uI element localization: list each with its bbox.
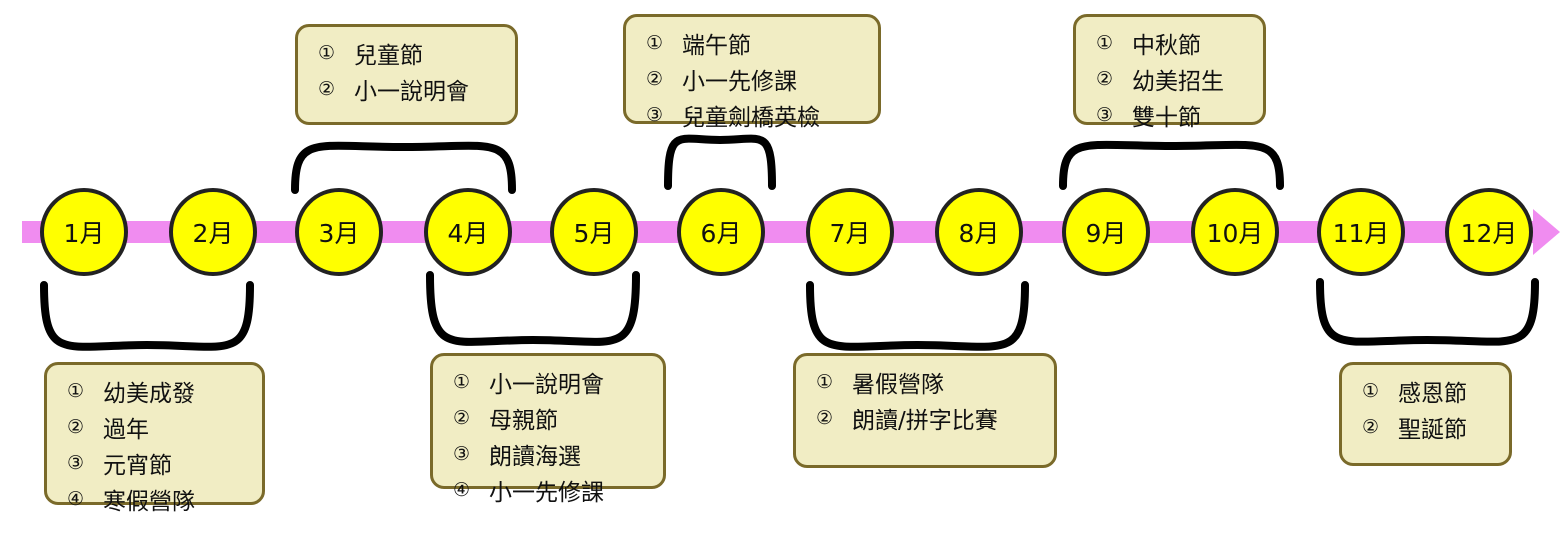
- month-10-circle: 10月: [1191, 188, 1279, 276]
- item-text: 幼美成發: [103, 381, 195, 407]
- month-9-circle: 9月: [1062, 188, 1150, 276]
- event-box-4: ① 端午節 ② 小一先修課 ③ 兒童劍橋英檢: [623, 14, 881, 131]
- item-text: 暑假營隊: [852, 372, 944, 398]
- item-text: 小一先修課: [489, 480, 604, 506]
- bracket-1: [40, 281, 254, 351]
- bracket-5: [806, 281, 1029, 351]
- event-box-3: ① 小一說明會 ② 母親節 ③ 朗讀海選 ④ 小一先修課: [430, 353, 666, 506]
- event-box-5: ① 暑假營隊 ② 朗讀/拼字比賽: [793, 353, 1057, 468]
- event-item: ① 小一說明會: [453, 364, 663, 400]
- month-8-circle: 8月: [935, 188, 1023, 276]
- item-text: 小一說明會: [489, 372, 604, 398]
- event-item: ④ 小一先修課: [453, 472, 663, 508]
- event-item: ① 兒童節: [318, 35, 515, 71]
- month-12-circle: 12月: [1445, 188, 1533, 276]
- item-text: 過年: [103, 417, 149, 443]
- item-number: ①: [67, 380, 85, 402]
- item-number: ②: [1362, 416, 1380, 438]
- item-text: 小一說明會: [354, 79, 469, 105]
- item-text: 母親節: [489, 408, 558, 434]
- item-number: ①: [1096, 32, 1114, 54]
- bracket-6: [1059, 140, 1284, 190]
- item-number: ④: [67, 488, 85, 510]
- item-text: 小一先修課: [682, 69, 797, 95]
- item-text: 感恩節: [1398, 381, 1467, 407]
- month-5-circle: 5月: [550, 188, 638, 276]
- item-number: ②: [1096, 68, 1114, 90]
- item-number: ①: [453, 371, 471, 393]
- bracket-4: [664, 134, 776, 190]
- event-item: ② 幼美招生: [1096, 61, 1263, 97]
- event-item: ③ 朗讀海選: [453, 436, 663, 472]
- event-item: ④ 寒假營隊: [67, 481, 262, 517]
- item-text: 兒童劍橋英檢: [682, 105, 820, 131]
- event-item: ③ 兒童劍橋英檢: [646, 97, 878, 133]
- event-item: ① 幼美成發: [67, 373, 262, 409]
- month-11-circle: 11月: [1317, 188, 1405, 276]
- timeline-arrowhead: [1533, 209, 1560, 255]
- item-number: ②: [318, 78, 336, 100]
- item-number: ①: [646, 32, 664, 54]
- event-item: ② 小一說明會: [318, 71, 515, 107]
- item-number: ①: [816, 371, 834, 393]
- item-text: 寒假營隊: [103, 489, 195, 515]
- bracket-7: [1316, 278, 1539, 346]
- item-number: ③: [646, 104, 664, 126]
- bracket-3: [426, 271, 640, 346]
- month-7-circle: 7月: [806, 188, 894, 276]
- month-4-circle: 4月: [424, 188, 512, 276]
- bracket-2: [291, 141, 516, 194]
- month-1-circle: 1月: [40, 188, 128, 276]
- event-item: ① 中秋節: [1096, 25, 1263, 61]
- item-text: 端午節: [682, 33, 751, 59]
- month-2-circle: 2月: [169, 188, 257, 276]
- item-number: ①: [1362, 380, 1380, 402]
- event-item: ② 過年: [67, 409, 262, 445]
- event-item: ② 小一先修課: [646, 61, 878, 97]
- event-box-7: ① 感恩節 ② 聖誕節: [1339, 362, 1512, 466]
- item-number: ①: [318, 42, 336, 64]
- item-text: 聖誕節: [1398, 417, 1467, 443]
- item-number: ④: [453, 479, 471, 501]
- item-number: ③: [1096, 104, 1114, 126]
- item-number: ③: [67, 452, 85, 474]
- item-number: ②: [646, 68, 664, 90]
- item-text: 朗讀/拼字比賽: [852, 408, 998, 434]
- event-item: ③ 雙十節: [1096, 97, 1263, 133]
- event-box-2: ① 兒童節 ② 小一說明會: [295, 24, 518, 125]
- item-text: 元宵節: [103, 453, 172, 479]
- event-box-1: ① 幼美成發 ② 過年 ③ 元宵節 ④ 寒假營隊: [44, 362, 265, 515]
- event-item: ① 暑假營隊: [816, 364, 1054, 400]
- event-item: ② 聖誕節: [1362, 409, 1509, 445]
- event-item: ① 端午節: [646, 25, 878, 61]
- event-box-6: ① 中秋節 ② 幼美招生 ③ 雙十節: [1073, 14, 1266, 131]
- item-number: ②: [453, 407, 471, 429]
- item-number: ②: [816, 407, 834, 429]
- timeline-band: [22, 221, 1537, 243]
- item-number: ③: [453, 443, 471, 465]
- item-text: 雙十節: [1132, 105, 1201, 131]
- item-text: 中秋節: [1132, 33, 1201, 59]
- month-3-circle: 3月: [295, 188, 383, 276]
- item-text: 朗讀海選: [489, 444, 581, 470]
- month-6-circle: 6月: [677, 188, 765, 276]
- event-item: ② 母親節: [453, 400, 663, 436]
- event-item: ③ 元宵節: [67, 445, 262, 481]
- event-item: ① 感恩節: [1362, 373, 1509, 409]
- item-text: 幼美招生: [1132, 69, 1224, 95]
- item-text: 兒童節: [354, 43, 423, 69]
- item-number: ②: [67, 416, 85, 438]
- event-item: ② 朗讀/拼字比賽: [816, 400, 1054, 436]
